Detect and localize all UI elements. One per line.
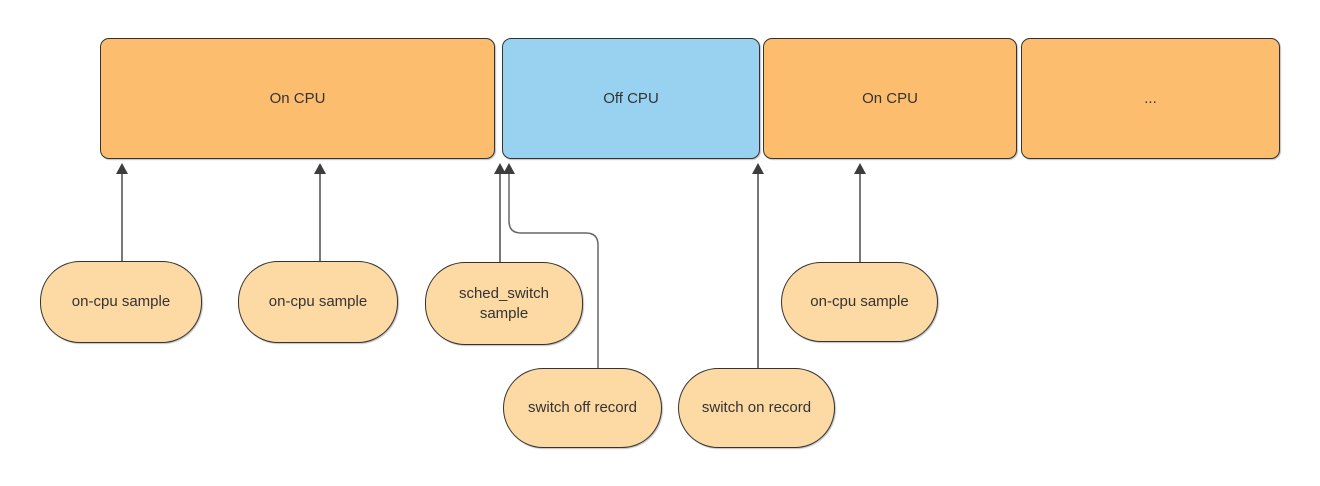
event-label: on-cpu sample <box>810 293 909 311</box>
event-pill-sched-switch-sample: sched_switch sample <box>425 262 583 345</box>
segment-label: ... <box>1144 90 1157 107</box>
event-label: switch on record <box>701 399 812 417</box>
event-pill-switch-on-record: switch on record <box>678 368 835 448</box>
timeline-segment-on-cpu-2: On CPU <box>763 38 1017 159</box>
event-label: on-cpu sample <box>71 293 171 311</box>
event-pill-on-cpu-sample-2: on-cpu sample <box>238 261 398 343</box>
event-label: switch off record <box>528 399 637 417</box>
event-pill-on-cpu-sample-1: on-cpu sample <box>40 261 202 343</box>
event-label: sched_switch sample <box>458 285 550 322</box>
segment-label: On CPU <box>862 90 918 107</box>
event-pill-switch-off-record: switch off record <box>503 368 662 448</box>
segment-label: On CPU <box>269 90 326 107</box>
timeline-segment-continuation: ... <box>1021 38 1280 159</box>
timeline-segment-on-cpu-1: On CPU <box>100 38 495 159</box>
segment-label: Off CPU <box>603 90 659 107</box>
event-label: on-cpu sample <box>268 293 368 311</box>
timeline-segment-off-cpu: Off CPU <box>502 38 760 159</box>
event-pill-on-cpu-sample-3: on-cpu sample <box>781 262 938 342</box>
